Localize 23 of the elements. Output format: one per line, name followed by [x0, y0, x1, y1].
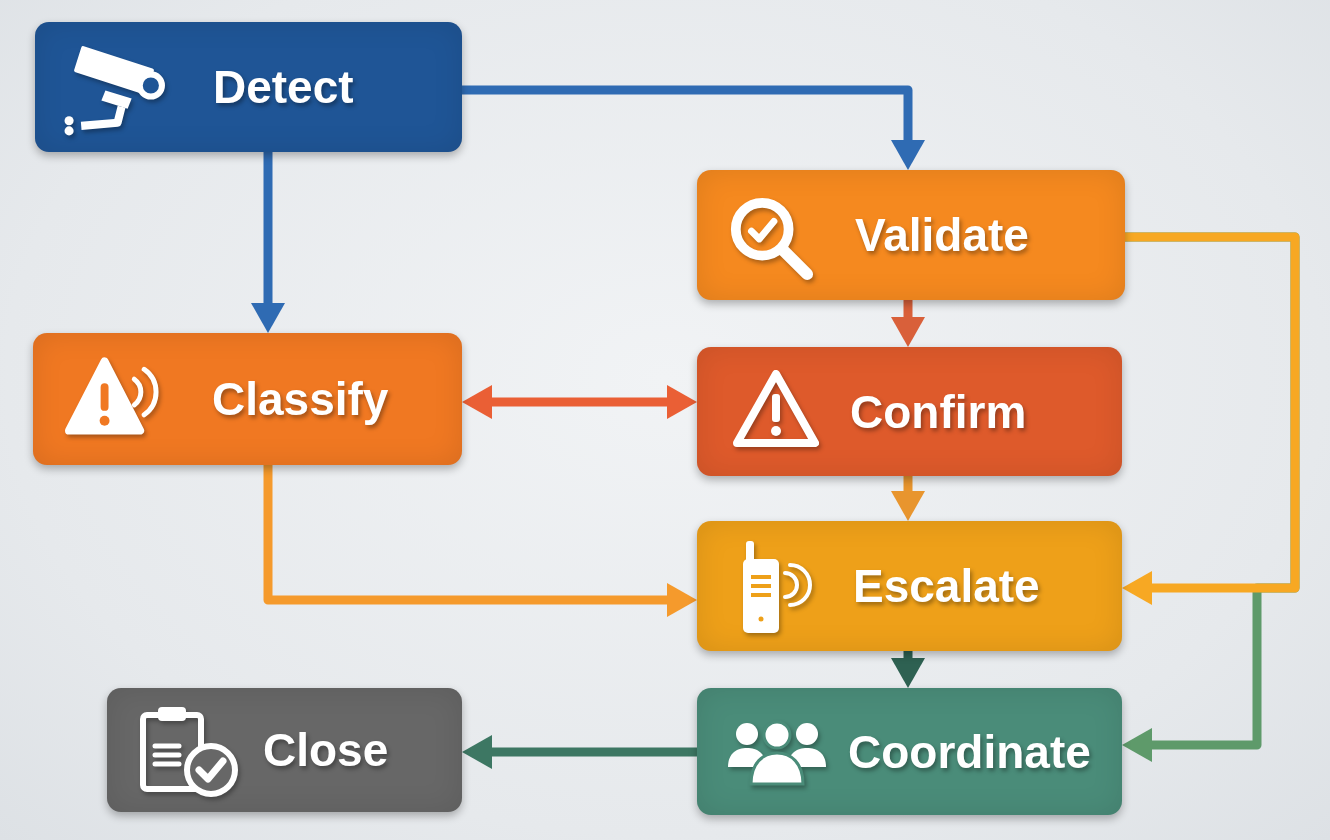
step-label: Escalate: [853, 560, 1040, 612]
step-box: [35, 22, 462, 152]
step-box: [697, 521, 1122, 651]
step-box: [33, 333, 462, 465]
step-label: Classify: [212, 373, 389, 425]
arrow: [263, 465, 697, 617]
arrow: [462, 85, 925, 170]
arrow: [891, 300, 925, 347]
step-label: Coordinate: [848, 726, 1091, 777]
arrow: [891, 651, 925, 688]
arrow: [1122, 232, 1300, 605]
step-label: Confirm: [850, 386, 1027, 437]
step-box: [697, 170, 1125, 300]
arrow: [891, 476, 925, 521]
double-arrow: [462, 385, 697, 419]
step-label: Validate: [855, 209, 1029, 261]
arrow: [462, 735, 697, 769]
step-box: [697, 347, 1122, 476]
step-label: Close: [263, 724, 389, 776]
arrow: [251, 152, 285, 333]
step-label: Detect: [213, 61, 354, 113]
step-box: [107, 688, 462, 812]
step-box: [697, 688, 1122, 815]
